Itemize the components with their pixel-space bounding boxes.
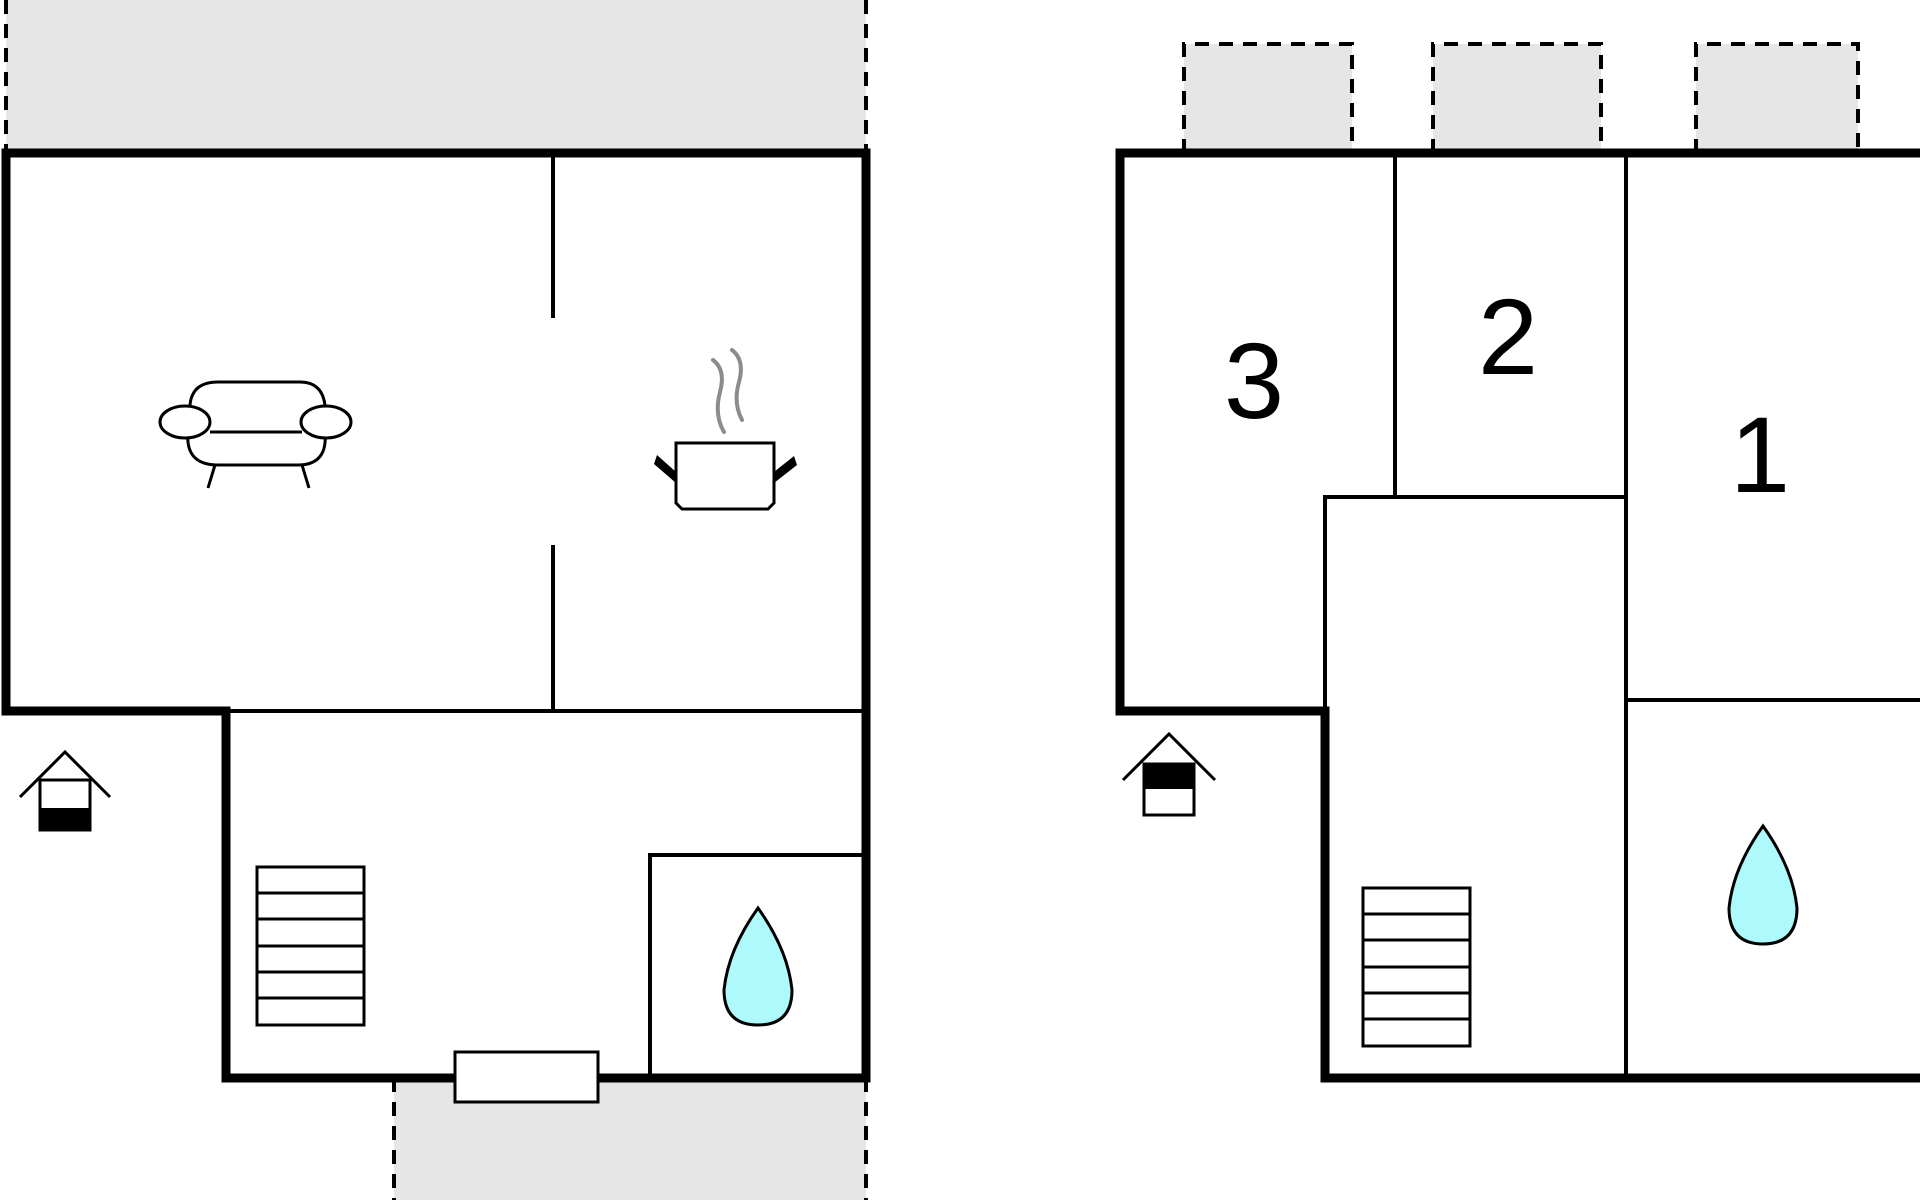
room-label-1: 1: [1730, 394, 1790, 515]
wall-bathroom: [648, 853, 864, 1076]
water-drop-icon: [722, 905, 794, 1027]
balcony-2-dash: [1431, 42, 1603, 153]
balcony-2: [1433, 44, 1601, 153]
balcony-3: [1184, 44, 1352, 153]
sofa-icon: [158, 380, 353, 489]
entrance-icon: [18, 749, 112, 832]
cooking-pot-icon: [654, 348, 797, 511]
upper-floor: 3 2 1: [1115, 42, 1920, 1083]
terrace-top: [6, 0, 866, 153]
upper-floor-outer-wall: [1115, 148, 1920, 1083]
water-drop-icon: [1727, 823, 1799, 946]
stairs-icon: [255, 865, 366, 1027]
wall-landing: [1323, 495, 1626, 711]
ground-floor: [1, 0, 871, 1200]
room-label-3: 3: [1224, 320, 1284, 441]
stairs-icon: [1361, 886, 1472, 1048]
balcony-3-dash: [1182, 42, 1354, 153]
balcony-1: [1696, 44, 1858, 153]
entrance-icon: [1121, 731, 1217, 817]
ground-floor-outer-wall: [1, 148, 871, 1083]
balcony-1-dash: [1694, 42, 1860, 153]
front-window: [453, 1050, 600, 1104]
room-label-2: 2: [1478, 276, 1538, 397]
